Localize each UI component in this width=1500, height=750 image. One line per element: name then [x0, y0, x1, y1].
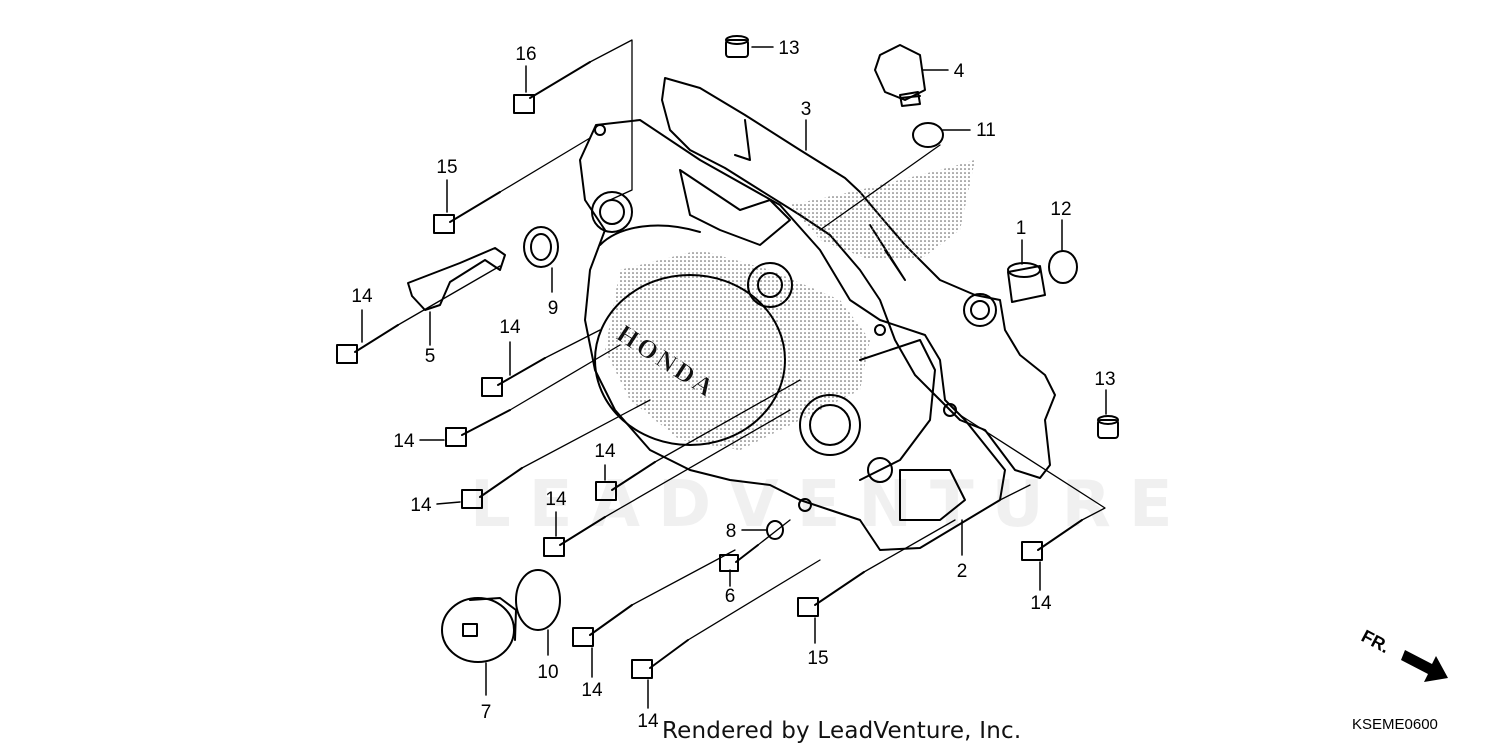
callout-7[interactable]: 7	[481, 702, 492, 723]
callout-14-left[interactable]: 14	[351, 286, 373, 307]
callout-12[interactable]: 12	[1050, 199, 1071, 220]
callout-16[interactable]: 16	[515, 44, 536, 65]
callout-8[interactable]: 8	[726, 521, 737, 542]
callout-14-g[interactable]: 14	[581, 680, 603, 701]
diagram-code: KSEME0600	[1352, 716, 1438, 733]
filler-cap-o-ring[interactable]	[912, 122, 944, 148]
callout-14-h[interactable]: 14	[637, 711, 659, 732]
collar[interactable]	[1007, 262, 1046, 303]
callout-9[interactable]: 9	[548, 298, 559, 319]
callout-10[interactable]: 10	[537, 662, 558, 683]
sealing-washer[interactable]	[766, 520, 784, 540]
watermark-text: LEADVENTURE	[470, 468, 1191, 542]
dowel-pin-right[interactable]	[1097, 415, 1119, 439]
callout-13-top[interactable]: 13	[778, 38, 799, 59]
collar-o-ring[interactable]	[1048, 250, 1078, 284]
cable-clamp[interactable]	[407, 247, 506, 311]
footer-credit: Rendered by LeadVenture, Inc.	[662, 718, 1022, 744]
callout-14-d[interactable]: 14	[410, 495, 432, 516]
oil-seal[interactable]	[523, 226, 559, 268]
callout-5[interactable]: 5	[425, 346, 436, 367]
bolt-14-g[interactable]	[631, 639, 689, 679]
callout-14-f[interactable]: 14	[545, 489, 567, 510]
callout-14-c[interactable]: 14	[393, 431, 415, 452]
callout-14-right[interactable]: 14	[1030, 593, 1052, 614]
callout-4[interactable]: 4	[954, 61, 965, 82]
direction-label: FR.	[1358, 626, 1393, 657]
bolt-14-b[interactable]	[445, 409, 511, 447]
bolt-6[interactable]	[719, 544, 759, 572]
bolt-14-d[interactable]	[595, 461, 656, 501]
callout-2[interactable]: 2	[957, 561, 968, 582]
bolt-14-c[interactable]	[461, 467, 523, 509]
callout-13-right[interactable]: 13	[1094, 369, 1115, 390]
bolt-14-f[interactable]	[572, 604, 633, 647]
bolt-14-left[interactable]	[336, 324, 399, 364]
callout-6[interactable]: 6	[725, 586, 736, 607]
front-direction-arrow-icon	[1401, 650, 1448, 682]
callout-1[interactable]: 1	[1016, 218, 1027, 239]
callout-15-bottom[interactable]: 15	[807, 648, 828, 669]
bolt-15-top[interactable]	[433, 191, 501, 234]
bolt-14-e[interactable]	[543, 516, 606, 557]
callout-14-b[interactable]: 14	[499, 317, 521, 338]
bolt-14-a[interactable]	[481, 357, 546, 397]
callout-15-top[interactable]: 15	[436, 157, 457, 178]
timing-plug-o-ring[interactable]	[515, 569, 561, 631]
callout-11[interactable]: 11	[976, 120, 996, 141]
callout-3[interactable]: 3	[801, 99, 812, 120]
oil-filler-cap[interactable]	[874, 44, 926, 107]
bolt-14-right[interactable]	[1021, 519, 1083, 561]
bolt-15-bottom[interactable]	[797, 571, 865, 617]
dowel-pin-top[interactable]	[725, 35, 749, 58]
callout-14-e[interactable]: 14	[594, 441, 616, 462]
bolt-16[interactable]	[513, 61, 591, 114]
timing-plug[interactable]	[441, 597, 517, 663]
